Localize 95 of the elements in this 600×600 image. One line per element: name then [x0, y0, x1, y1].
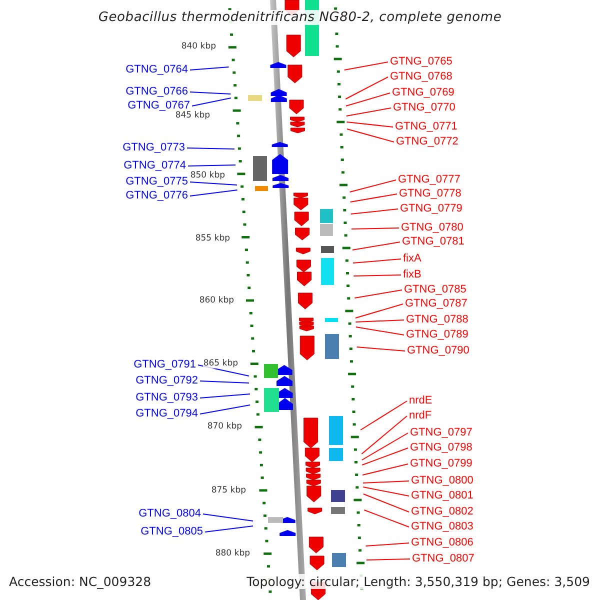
- gene-label: fixB: [401, 268, 424, 282]
- leader-line: [349, 180, 396, 192]
- position-label: 875 kbp: [211, 486, 246, 496]
- gene-label: GTNG_0802: [409, 506, 476, 518]
- gene-label: GTNG_0805: [138, 526, 205, 538]
- leader-line: [192, 98, 232, 106]
- gene-label: GTNG_0768: [388, 70, 454, 84]
- leader-line: [355, 304, 404, 318]
- gene-label: GTNG_0800: [409, 474, 476, 488]
- gene-label: GTNG_0770: [391, 102, 458, 114]
- gene-label: GTNG_0765: [388, 56, 454, 68]
- gene-label: GTNG_0785: [402, 284, 468, 296]
- gene-label: GTNG_0803: [409, 520, 476, 534]
- gene-label: GTNG_0790: [405, 344, 472, 358]
- position-label: 845 kbp: [175, 112, 210, 120]
- position-label: 850 kbp: [190, 172, 225, 180]
- leader-line: [362, 486, 410, 496]
- diagram-title: Geobacillus thermodenitrificans NG80-2, complete genome: [96, 10, 504, 25]
- gene-label: GTNG_0776: [124, 190, 190, 202]
- leader-line: [344, 62, 388, 70]
- gene-label: GTNG_0772: [394, 136, 460, 148]
- gene-label: GTNG_0777: [396, 174, 462, 186]
- gene-label: GTNG_0766: [124, 86, 190, 98]
- gene-label: GTNG_0781: [400, 236, 466, 248]
- gene-label: nrdE: [407, 394, 434, 408]
- gene-label: fixA: [401, 252, 424, 266]
- leader-line: [200, 394, 250, 398]
- position-label: 870 kbp: [207, 422, 242, 432]
- position-label: 855 kbp: [195, 234, 230, 244]
- leader-line: [353, 274, 402, 276]
- leader-line: [361, 416, 408, 454]
- position-label: 840 kbp: [181, 42, 216, 52]
- gene-label: GTNG_0806: [409, 536, 476, 550]
- footer-note: Accession: NC_009328: [9, 574, 152, 589]
- leader-line: [188, 164, 236, 166]
- gene-label: GTNG_0791: [132, 358, 198, 372]
- gene-label: GTNG_0769: [390, 86, 456, 100]
- gene-label: GTNG_0767: [126, 100, 192, 112]
- gene-label: GTNG_0789: [404, 328, 470, 342]
- gene-label: GTNG_0787: [403, 298, 470, 310]
- leader-line: [346, 128, 394, 142]
- gene-label: GTNG_0798: [408, 442, 474, 454]
- gene-label: GTNG_0794: [134, 408, 200, 420]
- leader-line: [186, 148, 235, 150]
- leader-line: [350, 194, 398, 202]
- gene-label: GTNG_0788: [404, 314, 470, 326]
- leader-line: [352, 258, 402, 264]
- leader-line: [364, 510, 410, 528]
- leader-line: [345, 76, 388, 100]
- leader-line: [346, 122, 394, 128]
- position-label: 880 kbp: [215, 550, 250, 558]
- gene-label: GTNG_0807: [410, 552, 476, 566]
- leader-line: [350, 208, 398, 214]
- footer-note: Topology: circular; Length: 3,550,319 bp; Genes: 3,509: [246, 574, 590, 589]
- gene-label: GTNG_0774: [122, 160, 188, 172]
- gene-label: GTNG_0775: [124, 176, 190, 188]
- leader-line: [365, 542, 410, 546]
- gene-label: GTNG_0799: [408, 458, 474, 470]
- leader-line: [360, 400, 408, 430]
- leader-line: [190, 182, 238, 186]
- leader-line: [200, 380, 250, 384]
- gene-label: GTNG_0779: [398, 202, 464, 216]
- leader-line: [190, 190, 238, 196]
- leader-line: [200, 404, 250, 414]
- gene-label: GTNG_0793: [134, 392, 200, 404]
- leader-line: [346, 108, 392, 116]
- leader-line: [355, 326, 404, 336]
- gene-label: GTNG_0792: [134, 374, 200, 388]
- gene-label: GTNG_0797: [408, 426, 474, 440]
- gene-label: nrdF: [407, 410, 434, 422]
- leader-line: [352, 242, 400, 250]
- gene-label: GTNG_0771: [393, 120, 460, 134]
- leader-line: [362, 464, 408, 476]
- leader-line: [204, 526, 254, 532]
- leader-line: [351, 228, 400, 230]
- leader-line: [354, 290, 402, 298]
- leader-line: [356, 346, 406, 352]
- leader-line: [345, 92, 390, 106]
- leader-line: [202, 514, 254, 522]
- leader-line: [355, 320, 404, 322]
- position-label: 860 kbp: [199, 296, 234, 306]
- leader-line: [366, 558, 410, 560]
- position-label: 865 kbp: [203, 360, 238, 368]
- leader-line: [362, 480, 410, 484]
- gene-label: GTNG_0804: [136, 508, 203, 520]
- leader-line: [362, 494, 410, 512]
- leader-line: [362, 448, 408, 466]
- gene-label: GTNG_0780: [399, 222, 466, 234]
- leader-line: [190, 92, 232, 94]
- gene-label: GTNG_0778: [397, 188, 464, 200]
- leader-line: [361, 432, 408, 460]
- gene-label: GTNG_0773: [120, 142, 187, 154]
- gene-label: GTNG_0764: [124, 64, 190, 76]
- gene-label: GTNG_0801: [409, 490, 476, 502]
- leader-line: [190, 66, 230, 70]
